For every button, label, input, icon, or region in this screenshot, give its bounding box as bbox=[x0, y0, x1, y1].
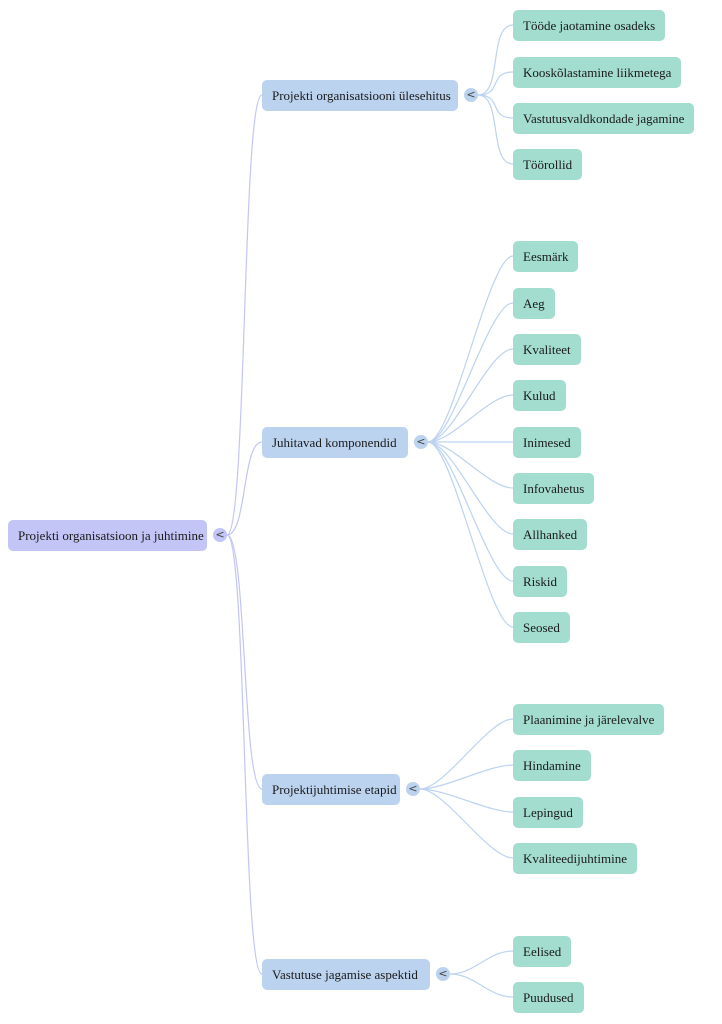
leaf-node[interactable]: Kvaliteet bbox=[513, 334, 581, 365]
leaf-node[interactable]: Töörollid bbox=[513, 149, 583, 180]
branch-link bbox=[419, 788, 514, 859]
root-link bbox=[226, 534, 263, 790]
branch-link bbox=[427, 441, 514, 582]
leaf-node[interactable]: Eelised bbox=[513, 936, 572, 967]
collapse-toggle[interactable]: < bbox=[406, 782, 420, 796]
leaf-node[interactable]: Infovahetus bbox=[513, 473, 595, 504]
leaf-node[interactable]: Aeg bbox=[513, 288, 555, 319]
branch-node[interactable]: Projektijuhtimise etapid bbox=[262, 774, 400, 805]
branch-link bbox=[419, 718, 514, 790]
branch-link bbox=[477, 94, 514, 119]
branch-link bbox=[427, 348, 514, 443]
branch-link bbox=[427, 394, 514, 443]
leaf-node[interactable]: Inimesed bbox=[513, 427, 581, 458]
branch-link bbox=[477, 71, 514, 96]
leaf-node[interactable]: Lepingud bbox=[513, 797, 583, 828]
branch-link bbox=[427, 441, 514, 535]
branch-link bbox=[419, 788, 514, 813]
branch-link bbox=[427, 441, 514, 628]
leaf-node[interactable]: Kvaliteedijuhtimine bbox=[513, 843, 637, 874]
leaf-node[interactable]: Kooskõlastamine liikmetega bbox=[513, 57, 682, 88]
collapse-toggle[interactable]: < bbox=[414, 435, 428, 449]
branch-node[interactable]: Juhitavad komponendid bbox=[262, 427, 408, 458]
collapse-toggle[interactable]: < bbox=[464, 88, 478, 102]
leaf-node[interactable]: Tööde jaotamine osadeks bbox=[513, 10, 666, 41]
branch-link bbox=[477, 24, 514, 96]
root-link bbox=[226, 441, 263, 536]
branch-link bbox=[427, 255, 514, 443]
branch-link bbox=[449, 950, 514, 975]
leaf-node[interactable]: Vastutusvaldkondade jagamine bbox=[513, 103, 695, 134]
branch-node[interactable]: Projekti organisatsiooni ülesehitus bbox=[262, 80, 458, 111]
leaf-node[interactable]: Puudused bbox=[513, 982, 584, 1013]
leaf-node[interactable]: Riskid bbox=[513, 566, 567, 597]
leaf-node[interactable]: Kulud bbox=[513, 380, 566, 411]
branch-node[interactable]: Vastutuse jagamise aspektid bbox=[262, 959, 430, 990]
leaf-node[interactable]: Hindamine bbox=[513, 750, 591, 781]
leaf-node[interactable]: Eesmärk bbox=[513, 241, 579, 272]
collapse-toggle[interactable]: < bbox=[436, 967, 450, 981]
leaf-node[interactable]: Plaanimine ja järelevalve bbox=[513, 704, 665, 735]
root-link bbox=[226, 534, 263, 975]
branch-link bbox=[427, 302, 514, 443]
branch-link bbox=[449, 973, 514, 998]
collapse-toggle-root[interactable]: < bbox=[213, 528, 227, 542]
leaf-node[interactable]: Seosed bbox=[513, 612, 570, 643]
branch-link bbox=[477, 94, 514, 165]
root-node[interactable]: Projekti organisatsioon ja juhtimine bbox=[8, 520, 207, 551]
branch-link bbox=[427, 441, 514, 489]
leaf-node[interactable]: Allhanked bbox=[513, 519, 588, 550]
root-link bbox=[226, 94, 263, 536]
branch-link bbox=[419, 764, 514, 790]
